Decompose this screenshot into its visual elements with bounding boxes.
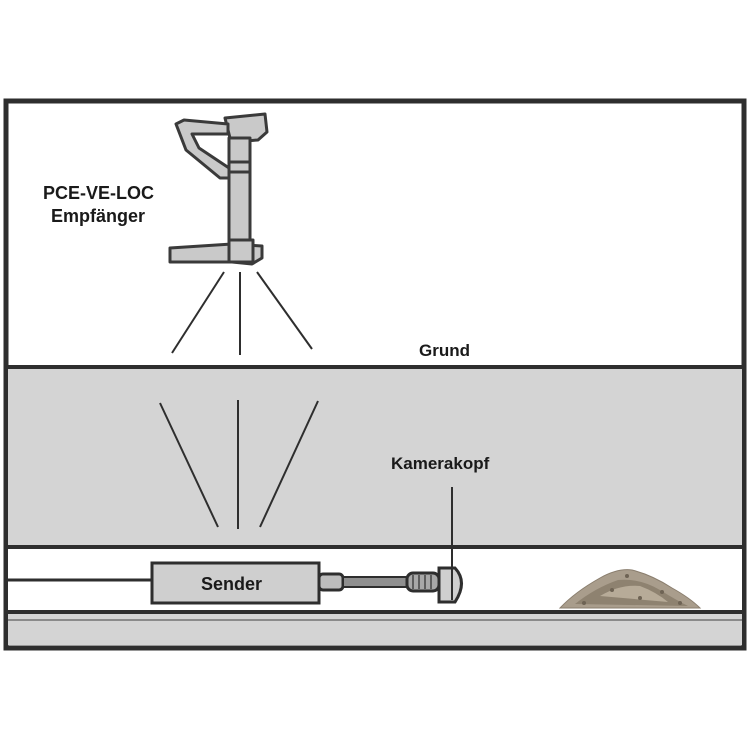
sender-signal-right: [259, 400, 319, 528]
sender-signal-left: [159, 402, 219, 528]
receiver-label-line1: PCE-VE-LOC: [43, 183, 154, 203]
bottom-soil-strip: [8, 614, 742, 645]
sender-signal-lines: [159, 400, 319, 529]
receiver-label-line2: Empfänger: [51, 206, 145, 226]
receiver-signal-lines: [171, 271, 313, 355]
sender-label: Sender: [201, 574, 262, 594]
receiver-signal-right: [256, 271, 313, 350]
receiver-device: [168, 112, 269, 266]
receiver-signal-left: [171, 271, 225, 354]
debris-pile: [558, 569, 702, 609]
ground-label: Grund: [419, 341, 470, 360]
camera-head: [437, 566, 463, 604]
soil-layer: [8, 367, 742, 547]
camera-head-label: Kamerakopf: [391, 454, 490, 473]
camera-connector: [317, 571, 441, 593]
